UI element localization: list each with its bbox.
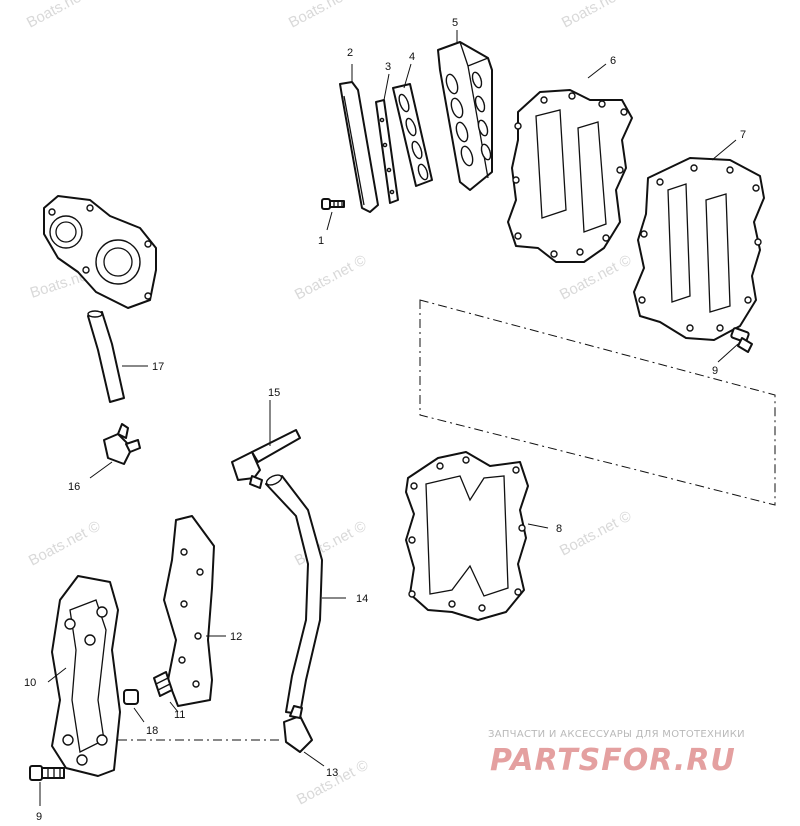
- part-8-gasket: [405, 451, 529, 621]
- part-3-reed-stop: [375, 99, 399, 204]
- brand-tagline: ЗАПЧАСТИ И АКСЕССУАРЫ ДЛЯ МОТОТЕХНИКИ: [488, 729, 745, 740]
- callout-7: 7: [740, 129, 746, 141]
- callout-9-upper: 9: [712, 365, 718, 377]
- brand-wordmark: PARTSFOR.RU: [490, 743, 736, 778]
- callout-3: 3: [385, 61, 391, 73]
- callout-4: 4: [409, 51, 415, 63]
- watermark: Boats.net ©: [24, 0, 101, 32]
- callout-labels: 1 2 3 4 5 6 7 8 9 9 10 11 12 13 14 15 16…: [24, 17, 746, 823]
- callout-9-lower: 9: [36, 811, 42, 821]
- fuel-pump-housing: [43, 195, 157, 309]
- callout-11: 11: [174, 709, 185, 721]
- watermark: Boats.net ©: [559, 0, 636, 32]
- brand-logo: ЗАПЧАСТИ И АКСЕССУАРЫ ДЛЯ МОТОТЕХНИКИ PA…: [488, 729, 745, 778]
- part-5-reed-block: [437, 41, 493, 191]
- leader-lines: [39, 30, 739, 806]
- callout-18: 18: [146, 725, 158, 737]
- part-2-reed-plate: [339, 81, 379, 213]
- watermark: Boats.net ©: [286, 0, 363, 32]
- callout-12: 12: [230, 631, 242, 643]
- part-17-hose: [87, 310, 125, 403]
- callout-2: 2: [347, 47, 353, 59]
- part-4-reed-petals: [392, 83, 433, 187]
- callout-8: 8: [556, 523, 562, 535]
- callout-17: 17: [152, 361, 164, 373]
- callout-6: 6: [610, 55, 616, 67]
- part-11-spring: [153, 671, 173, 697]
- part-14-hose: [265, 474, 323, 715]
- part-1-screw: [321, 198, 345, 210]
- part-9-bolt-lower: [29, 765, 65, 781]
- assembly-lines: [118, 299, 776, 741]
- watermark: Boats.net ©: [292, 252, 369, 304]
- watermark: Boats.net ©: [26, 518, 103, 570]
- callout-1: 1: [318, 235, 324, 247]
- part-12-gasket-strip: [163, 515, 215, 707]
- callout-5: 5: [452, 17, 458, 29]
- watermark: Boats.net ©: [557, 508, 634, 560]
- part-7-cover-plate: [633, 157, 765, 341]
- part-10-bracket: [51, 575, 121, 777]
- watermark: Boats.net ©: [294, 757, 371, 809]
- callout-13: 13: [326, 767, 338, 779]
- part-9-screw-upper: [730, 327, 753, 353]
- part-16-fitting: [103, 423, 141, 465]
- callout-10: 10: [24, 677, 36, 689]
- callout-16: 16: [68, 481, 80, 493]
- part-13-fitting: [283, 705, 313, 753]
- part-18-plug: [123, 689, 139, 705]
- callout-15: 15: [268, 387, 280, 399]
- callout-14: 14: [356, 593, 368, 605]
- part-6-gasket: [507, 89, 633, 263]
- part-15-elbow: [231, 429, 301, 489]
